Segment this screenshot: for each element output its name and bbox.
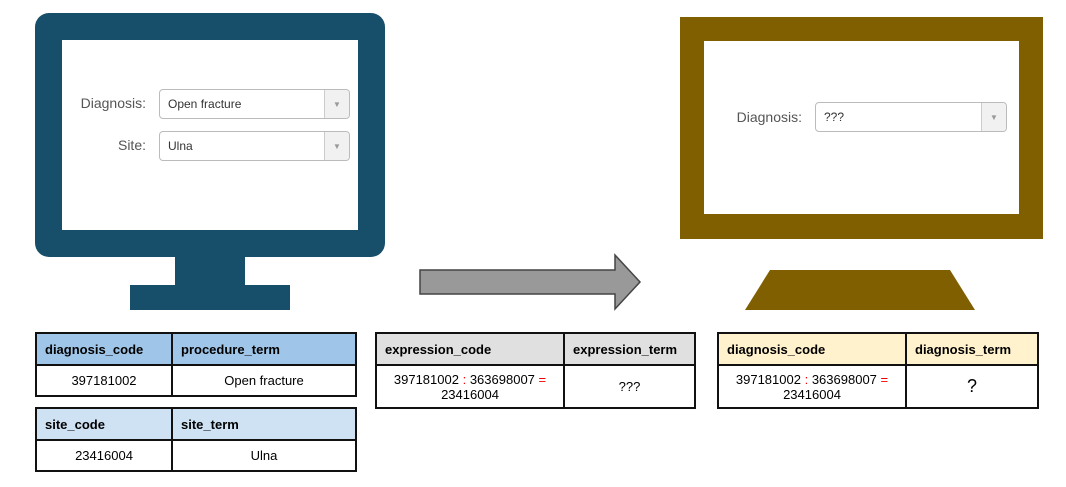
header-diagnosis-term: diagnosis_term (905, 332, 1039, 366)
header-procedure-term: procedure_term (171, 332, 357, 366)
diagnosis-select-value: Open fracture (168, 97, 242, 111)
operator-colon: : (804, 371, 809, 387)
left-monitor-neck (175, 256, 245, 286)
cell-expression-term: ??? (563, 364, 696, 409)
cell-procedure-term: Open fracture (171, 364, 357, 397)
operator-equals: = (538, 371, 547, 387)
cell-site-term: Ulna (171, 439, 357, 472)
diagnosis-select[interactable]: Open fracture ▼ (159, 89, 350, 119)
header-diagnosis-code: diagnosis_code (35, 332, 173, 366)
diagnosis-label: Diagnosis: (80, 95, 146, 111)
site-select-value: Ulna (168, 139, 193, 153)
operator-equals: = (880, 371, 889, 387)
right-diagnosis-label: Diagnosis: (736, 109, 802, 125)
right-diagnosis-select-value: ??? (824, 110, 845, 124)
chevron-down-icon[interactable]: ▼ (324, 132, 349, 160)
header-expression-code: expression_code (375, 332, 565, 366)
left-monitor-base (130, 285, 290, 310)
cell-diagnosis-term: ? (905, 364, 1039, 409)
site-label: Site: (117, 137, 146, 153)
header-expression-term: expression_term (563, 332, 696, 366)
code-part: 23416004 (441, 386, 499, 402)
chevron-down-icon[interactable]: ▼ (981, 103, 1006, 131)
header-site-code: site_code (35, 407, 173, 441)
cell-expression-code: 397181002 : 363698007 = 23416004 (375, 364, 565, 409)
right-diagnosis-select[interactable]: ??? ▼ (815, 102, 1007, 132)
cell-site-code: 23416004 (35, 439, 173, 472)
code-part: 363698007 (469, 371, 535, 387)
cell-diagnosis-code: 397181002 (35, 364, 173, 397)
header-diagnosis-code: diagnosis_code (717, 332, 907, 366)
chevron-down-icon[interactable]: ▼ (324, 90, 349, 118)
code-part: 397181002 (735, 371, 801, 387)
operator-colon: : (462, 371, 467, 387)
right-monitor-base (745, 270, 975, 310)
header-site-term: site_term (171, 407, 357, 441)
site-select[interactable]: Ulna ▼ (159, 131, 350, 161)
code-part: 363698007 (811, 371, 877, 387)
cell-diagnosis-code: 397181002 : 363698007 = 23416004 (717, 364, 907, 409)
arrow-right-icon (419, 253, 642, 311)
code-part: 397181002 (393, 371, 459, 387)
code-part: 23416004 (783, 386, 841, 402)
